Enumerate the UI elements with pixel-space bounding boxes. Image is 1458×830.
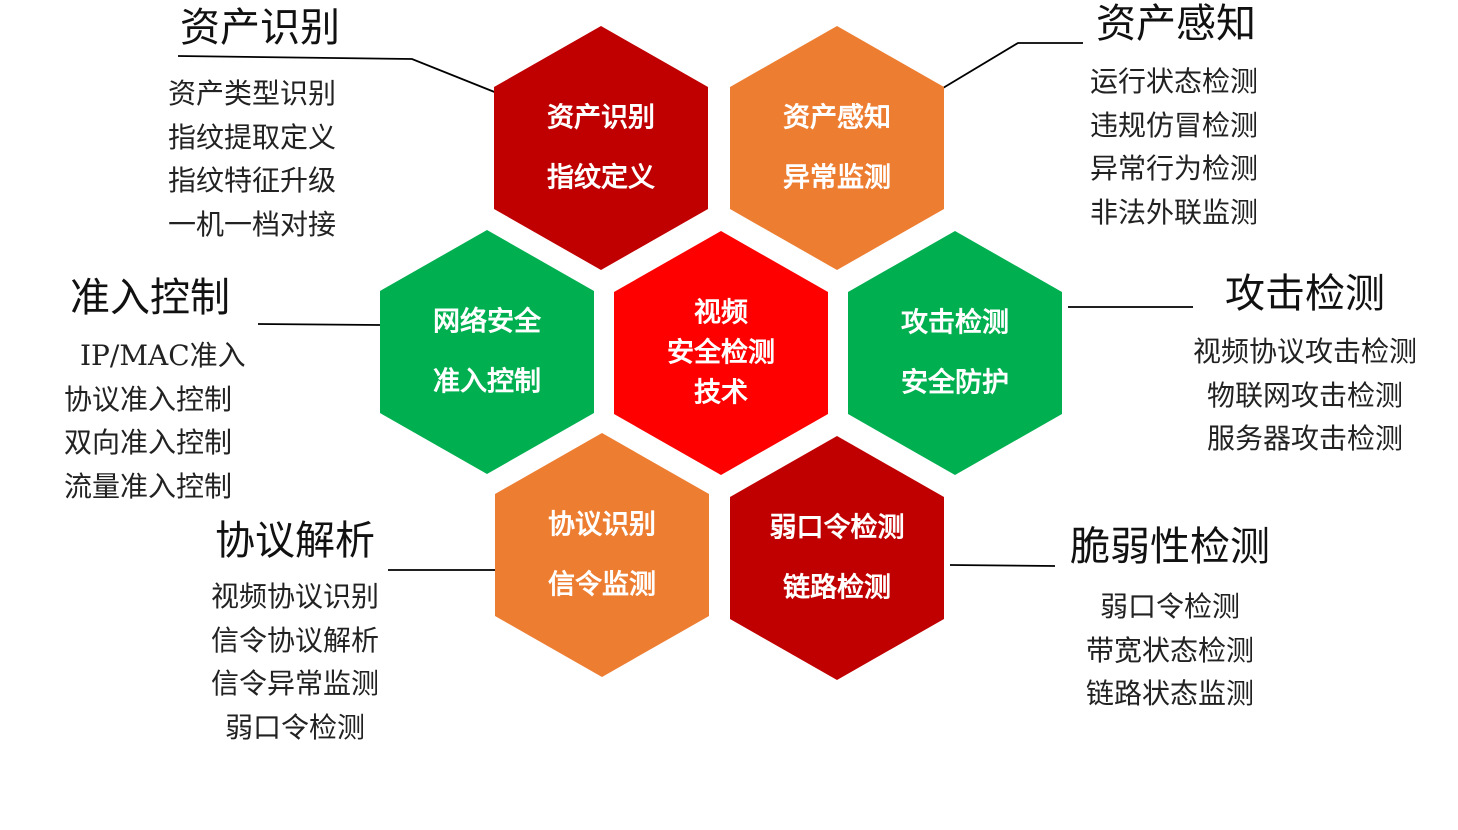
connector-vulnerability xyxy=(949,564,1056,567)
list-item: 指纹特征升级 xyxy=(168,164,337,197)
list-item: 信令协议解析 xyxy=(210,623,379,657)
hexagon-shape xyxy=(848,231,1062,475)
list-item: 一机一档对接 xyxy=(168,207,337,241)
label-items: 视频协议识别 信令协议解析 信令异常监测 弱口令检测 xyxy=(195,575,395,749)
hexagon-label: 链路检测 xyxy=(783,572,891,604)
hexagon-label: 指纹定义 xyxy=(547,162,655,194)
list-item: 带宽状态检测 xyxy=(1085,633,1254,667)
list-item: 运行状态检测 xyxy=(1090,65,1259,98)
hexagon-shape xyxy=(614,231,828,475)
label-title: 脆弱性检测 xyxy=(1070,524,1270,570)
hexagon-label: 异常监测 xyxy=(783,163,891,194)
list-item: 指纹提取定义 xyxy=(168,120,337,154)
label-access-control: 准入控制 IP/MAC准入 协议准入控制 双向准入控制 流量准入控制 xyxy=(64,274,264,508)
connector-lines xyxy=(177,42,1193,571)
list-item: 双向准入控制 xyxy=(64,426,233,459)
label-items: 资产类型识别 指纹提取定义 指纹特征升级 一机一档对接 xyxy=(168,72,373,246)
label-items: 弱口令检测 带宽状态检测 链路状态监测 xyxy=(1055,585,1285,716)
label-title: 资产感知 xyxy=(1096,1,1256,47)
label-items: 视频协议攻击检测 物联网攻击检测 服务器攻击检测 xyxy=(1170,330,1440,461)
label-vulnerability: 脆弱性检测 弱口令检测 带宽状态检测 链路状态监测 xyxy=(1055,523,1285,716)
list-item: 链路状态监测 xyxy=(1085,677,1254,710)
list-item: 弱口令检测 xyxy=(224,710,365,744)
list-item: 信令异常监测 xyxy=(210,667,379,700)
list-item: 异常行为检测 xyxy=(1090,152,1259,185)
label-title: 攻击检测 xyxy=(1225,271,1385,317)
list-item: 非法外联监测 xyxy=(1090,195,1259,229)
hexagon-label: 视频 xyxy=(694,298,748,329)
list-item: 服务器攻击检测 xyxy=(1206,422,1403,455)
hexagon-shape xyxy=(495,433,709,677)
connector-access-control xyxy=(257,323,381,326)
label-attack-detect: 攻击检测 视频协议攻击检测 物联网攻击检测 服务器攻击检测 xyxy=(1170,270,1440,461)
hexagon-label: 弱口令检测 xyxy=(770,512,905,544)
hexagon-label: 攻击检测 xyxy=(901,307,1009,339)
hexagon-label: 网络安全 xyxy=(433,306,542,338)
label-items: 运行状态检测 违规仿冒检测 异常行为检测 非法外联监测 xyxy=(1090,60,1290,234)
hexagon-label: 信令监测 xyxy=(548,569,656,601)
list-item: 资产类型识别 xyxy=(168,77,337,110)
hexagon-shape xyxy=(380,230,594,474)
list-item: 协议准入控制 xyxy=(64,382,233,416)
label-title: 协议解析 xyxy=(215,518,375,564)
hexagon-label: 技术 xyxy=(694,378,748,409)
hexagon-label: 安全防护 xyxy=(901,367,1009,399)
hexagon-shape xyxy=(730,26,944,270)
list-item: 流量准入控制 xyxy=(64,469,233,503)
hexagon-label: 协议识别 xyxy=(548,510,656,541)
list-item: IP/MAC准入 xyxy=(80,339,246,372)
label-asset-identify: 资产识别 资产类型识别 指纹提取定义 指纹特征升级 一机一档对接 xyxy=(168,4,373,246)
hexagon-shape xyxy=(494,26,708,270)
label-title: 准入控制 xyxy=(70,275,230,321)
label-title: 资产识别 xyxy=(180,5,340,51)
list-item: 弱口令检测 xyxy=(1099,590,1240,623)
list-item: 违规仿冒检测 xyxy=(1090,108,1259,142)
label-protocol-parse: 协议解析 视频协议识别 信令协议解析 信令异常监测 弱口令检测 xyxy=(195,517,395,749)
connector-asset-perceive xyxy=(942,42,1083,89)
label-items: IP/MAC准入 协议准入控制 双向准入控制 流量准入控制 xyxy=(64,334,264,508)
hexagon-label: 资产识别 xyxy=(547,103,655,134)
hexagon-label: 安全检测 xyxy=(667,337,775,369)
hexagon-label: 准入控制 xyxy=(433,367,541,398)
hexagon-shape xyxy=(730,436,944,680)
list-item: 视频协议攻击检测 xyxy=(1192,335,1417,368)
hexagon-label: 资产感知 xyxy=(783,102,891,134)
connector-asset-identify xyxy=(177,55,498,94)
list-item: 视频协议识别 xyxy=(210,580,379,613)
label-asset-perceive: 资产感知 运行状态检测 违规仿冒检测 异常行为检测 非法外联监测 xyxy=(1090,0,1290,234)
list-item: 物联网攻击检测 xyxy=(1206,378,1403,412)
